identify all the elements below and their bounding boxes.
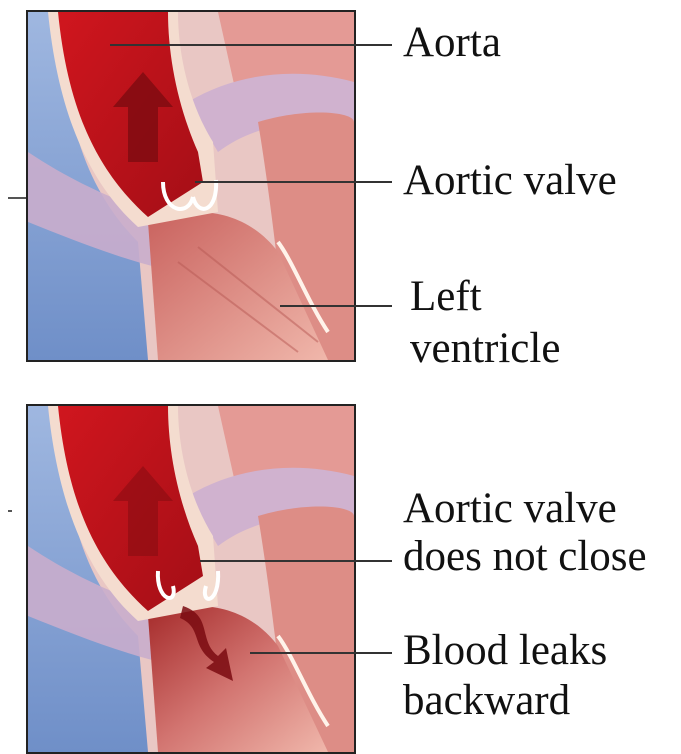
blood-leaks-leader xyxy=(250,652,392,654)
heart-cross-section-normal xyxy=(28,12,354,360)
aortic-valve-leader xyxy=(195,181,392,183)
label-valve-not-close-line2: does not close xyxy=(403,532,647,582)
label-left-ventricle-line2: ventricle xyxy=(410,324,560,374)
regurgitation-illustration xyxy=(26,404,356,754)
valve-not-close-leader xyxy=(200,560,392,562)
left-ventricle-leader xyxy=(280,305,392,307)
label-blood-leaks-line2: backward xyxy=(403,676,570,726)
aorta-leader xyxy=(110,44,392,46)
left-edge-tick-top xyxy=(8,197,26,199)
label-valve-not-close-line1: Aortic valve xyxy=(403,484,617,534)
label-aorta: Aorta xyxy=(403,18,501,68)
label-left-ventricle-line1: Left xyxy=(410,272,482,322)
label-blood-leaks-line1: Blood leaks xyxy=(403,626,607,676)
left-edge-tick-bottom xyxy=(8,510,12,512)
heart-cross-section-leaking xyxy=(28,406,354,752)
label-aortic-valve: Aortic valve xyxy=(403,156,617,206)
normal-valve-illustration xyxy=(26,10,356,362)
